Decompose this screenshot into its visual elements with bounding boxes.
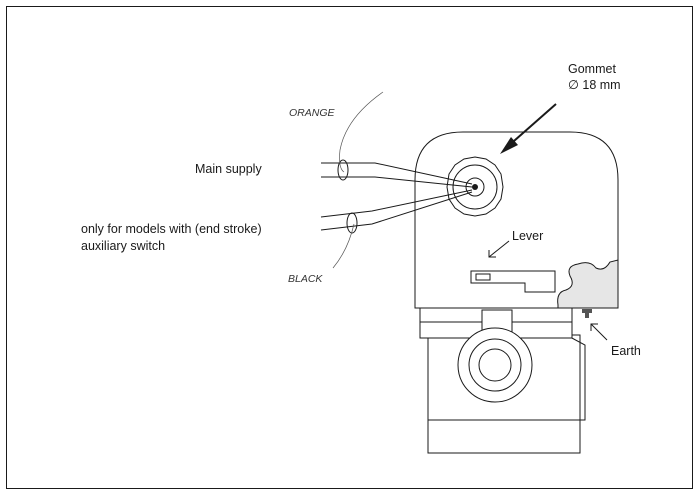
grommet-arrow [500,103,557,154]
main-supply-wires [321,159,473,188]
earth-arrow [590,323,608,341]
earth-label: Earth [611,344,641,358]
earth-screw [582,309,592,318]
coupling [457,327,533,403]
aux-switch-label-line2: auxiliary switch [81,239,165,253]
grommet-title-label: Gommet [568,62,616,76]
grommet-size-label: ∅ 18 mm [568,78,621,92]
lever-arrow [488,240,510,258]
grommet [446,156,504,217]
aux-switch-wires [320,189,473,234]
cutaway-area [557,259,619,309]
lever-label: Lever [512,229,543,243]
black-wire-label: BLACK [288,273,323,285]
lever-slot [470,270,556,293]
aux-switch-label-line1: only for models with (end stroke) [81,222,262,236]
orange-leader [339,91,384,173]
orange-wire-label: ORANGE [289,107,336,119]
black-leader [332,223,355,269]
main-supply-label: Main supply [195,162,262,176]
frame-border [6,6,693,489]
